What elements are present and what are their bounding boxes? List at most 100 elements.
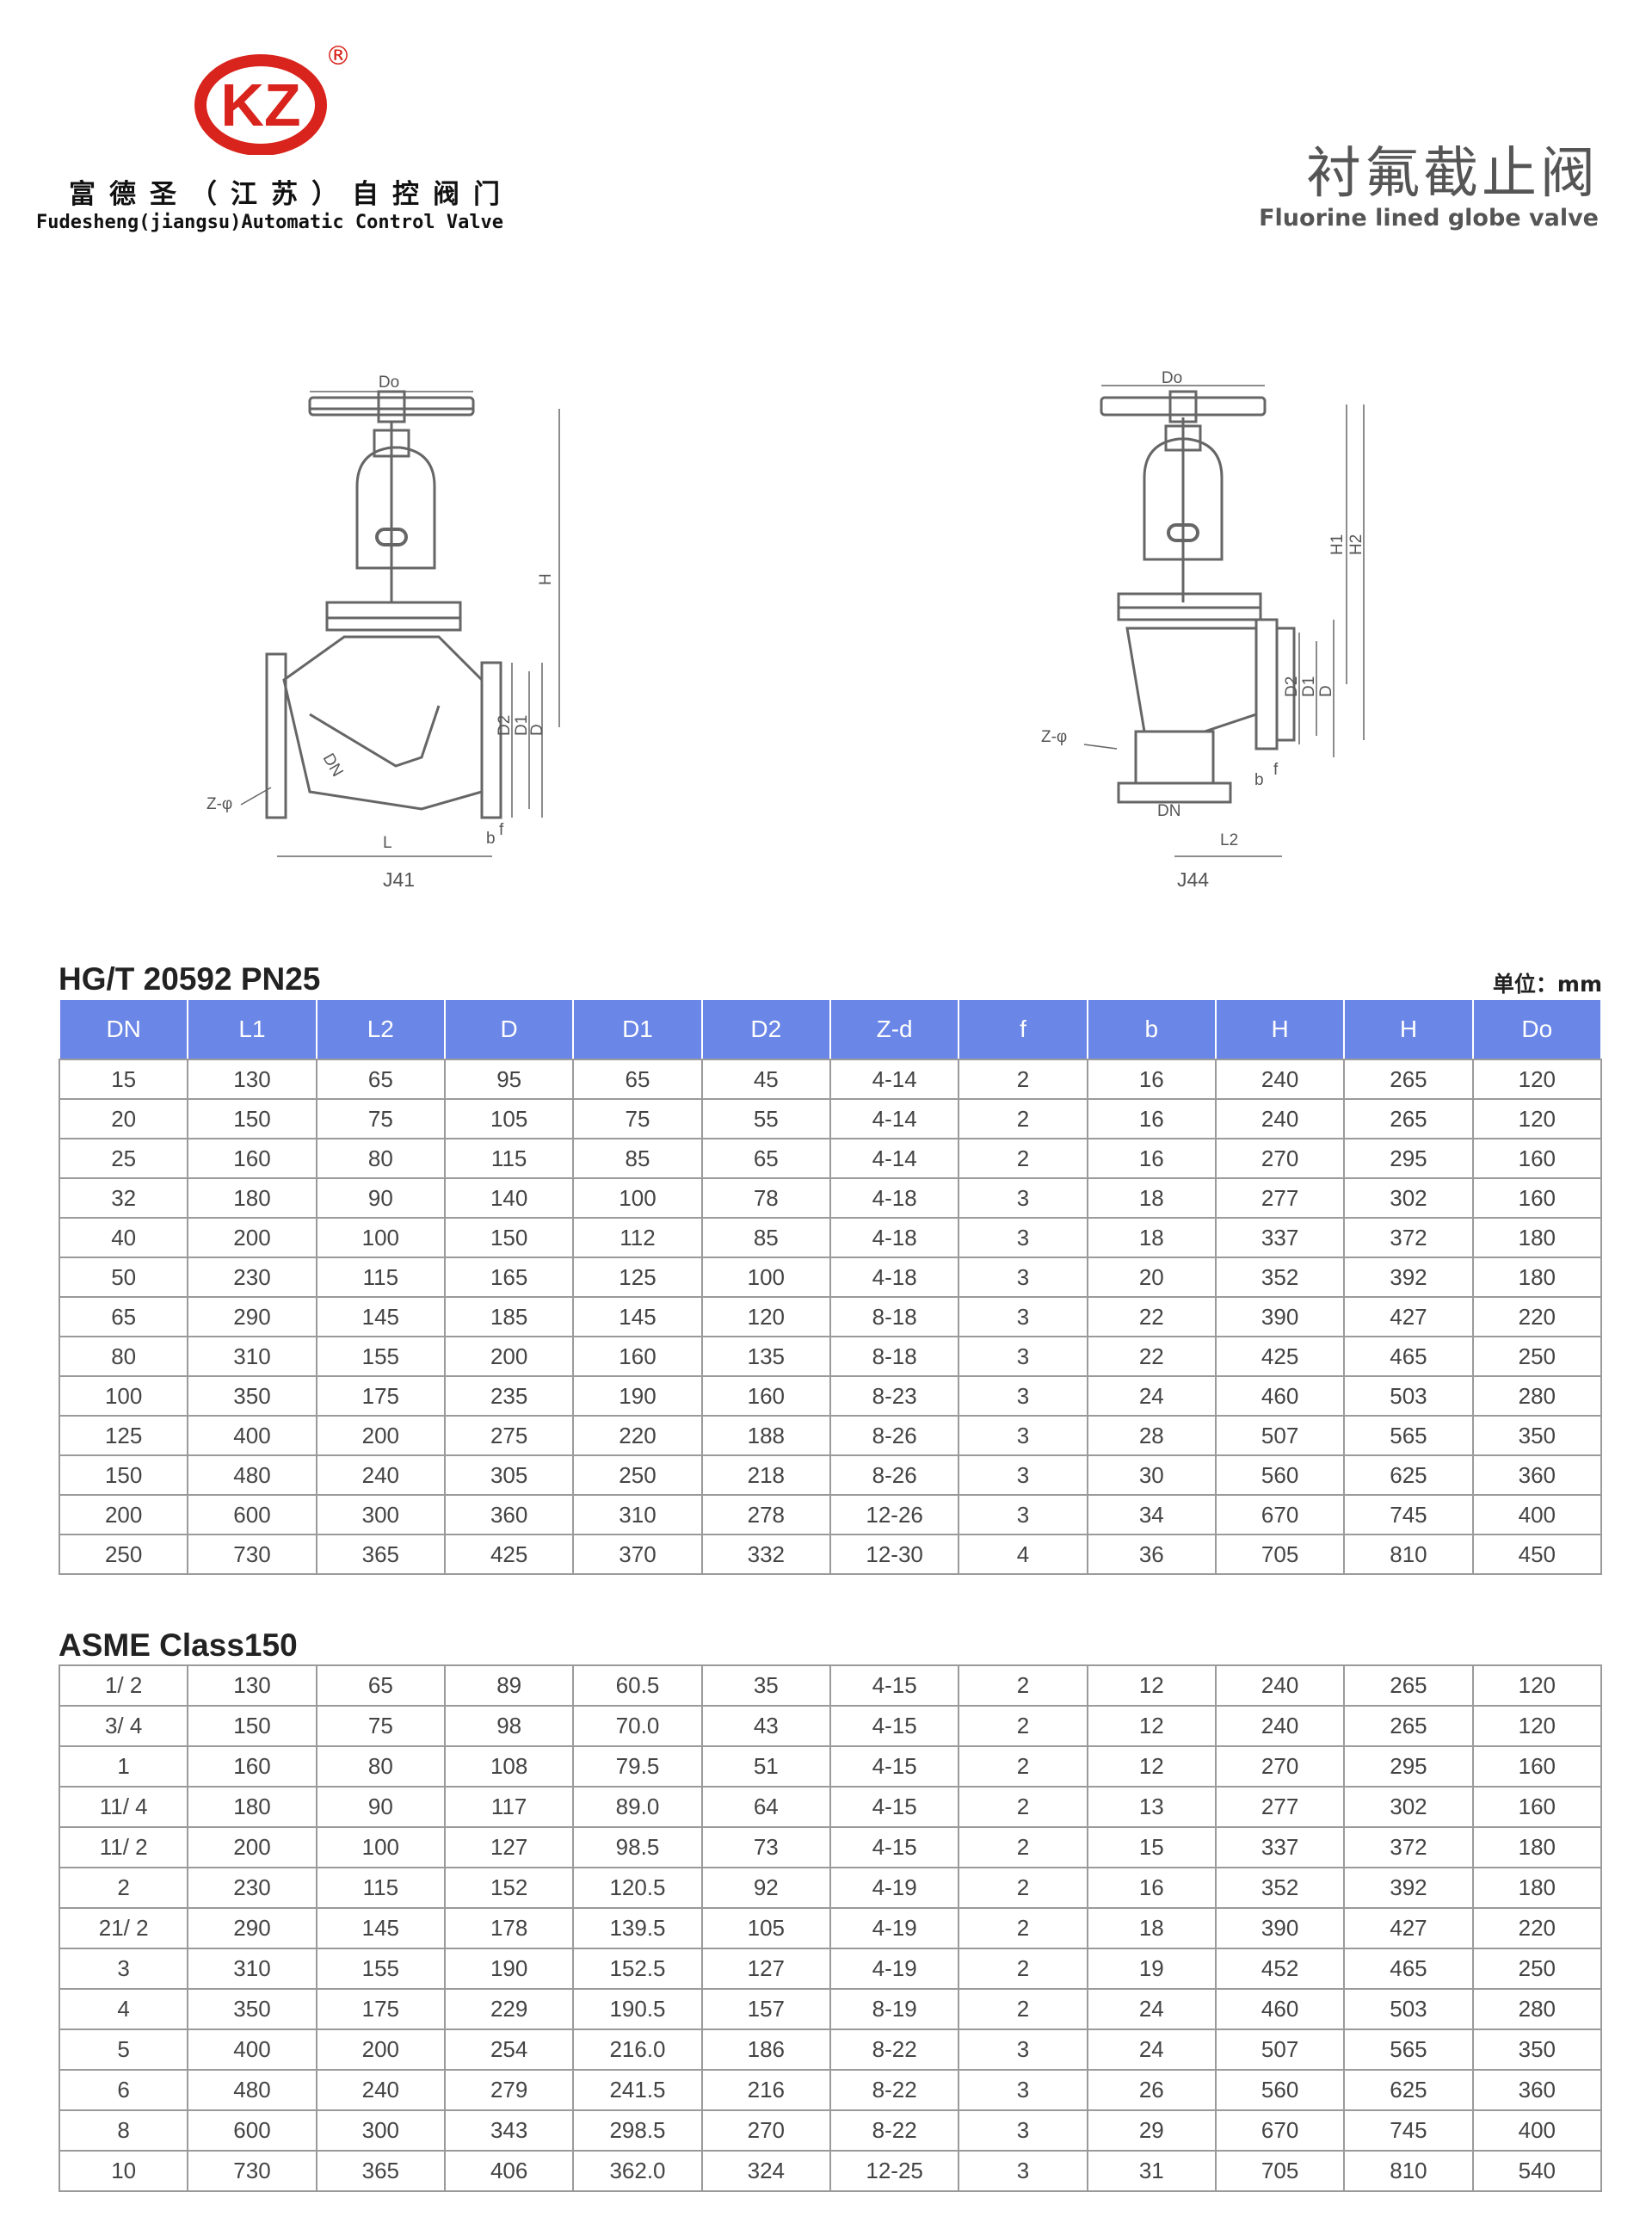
table-cell: 65 bbox=[572, 1059, 703, 1100]
table-cell: 2 bbox=[958, 1059, 1088, 1100]
table-cell: 11/ 2 bbox=[58, 1826, 189, 1868]
table-cell: 372 bbox=[1343, 1826, 1474, 1868]
table-cell: 185 bbox=[443, 1296, 575, 1337]
table-cell: 278 bbox=[700, 1494, 831, 1535]
table-cell: 24 bbox=[1086, 1375, 1217, 1417]
table-cell: 80 bbox=[315, 1745, 446, 1788]
table-cell: 145 bbox=[572, 1296, 703, 1337]
j41-caption: J41 bbox=[383, 868, 415, 891]
table-cell: 80 bbox=[315, 1138, 446, 1179]
table-cell: 135 bbox=[700, 1336, 831, 1377]
table-cell: 360 bbox=[443, 1494, 575, 1535]
table-cell: 160 bbox=[572, 1336, 703, 1377]
table-cell: 310 bbox=[572, 1494, 703, 1535]
page-header: KZ ® 富德圣（江苏）自控阀门 Fudesheng(jiangsu)Autom… bbox=[0, 0, 1652, 258]
table-cell: 108 bbox=[443, 1745, 575, 1788]
table-cell: 8-23 bbox=[829, 1375, 960, 1417]
table-cell: 200 bbox=[443, 1336, 575, 1377]
table-cell: 370 bbox=[572, 1534, 703, 1575]
table-cell: 332 bbox=[700, 1534, 831, 1575]
table-cell: 302 bbox=[1343, 1177, 1474, 1219]
table-cell: 36 bbox=[1086, 1534, 1217, 1575]
table-cell: 65 bbox=[315, 1059, 446, 1100]
table-cell: 372 bbox=[1343, 1217, 1474, 1258]
table-cell: 3 bbox=[958, 1336, 1088, 1377]
table-cell: 270 bbox=[700, 2109, 831, 2152]
table-cell: 115 bbox=[315, 1257, 446, 1298]
column-header: b bbox=[1086, 998, 1217, 1060]
table-cell: 565 bbox=[1343, 1415, 1474, 1456]
j41-label-h: H bbox=[537, 573, 555, 585]
table-cell: 730 bbox=[187, 1534, 317, 1575]
table-cell: 540 bbox=[1471, 2150, 1603, 2192]
table-cell: 186 bbox=[700, 2028, 831, 2071]
table-cell: 200 bbox=[315, 1415, 446, 1456]
table-cell: 12 bbox=[1086, 1705, 1217, 1747]
column-header: D2 bbox=[700, 998, 831, 1060]
j44-caption: J44 bbox=[1177, 868, 1209, 891]
table-cell: 450 bbox=[1471, 1534, 1603, 1575]
table-cell: 5 bbox=[58, 2028, 189, 2071]
table-cell: 2 bbox=[958, 1786, 1088, 1828]
table-cell: 240 bbox=[1214, 1664, 1346, 1707]
table-cell: 65 bbox=[58, 1296, 189, 1337]
table-cell: 150 bbox=[443, 1217, 575, 1258]
logo-text: KZ bbox=[220, 71, 300, 139]
table-cell: 4-18 bbox=[829, 1217, 960, 1258]
table-cell: 392 bbox=[1343, 1867, 1474, 1909]
j44-label-d2: D2 bbox=[1283, 676, 1301, 697]
column-header: f bbox=[958, 998, 1088, 1060]
table-cell: 12-26 bbox=[829, 1494, 960, 1535]
column-header: L1 bbox=[187, 998, 317, 1060]
table-cell: 150 bbox=[187, 1705, 317, 1747]
table-cell: 8-26 bbox=[829, 1454, 960, 1496]
table-cell: 180 bbox=[1471, 1826, 1603, 1868]
table-cell: 160 bbox=[1471, 1138, 1603, 1179]
j41-valve-drawing: Do DN H D2 D1 D L b f Z-φ J41 bbox=[206, 374, 560, 891]
table-cell: 157 bbox=[700, 1988, 831, 2030]
table-cell: 279 bbox=[443, 2069, 575, 2111]
table-cell: 24 bbox=[1086, 1988, 1217, 2030]
table-cell: 350 bbox=[1471, 2028, 1603, 2071]
table-cell: 295 bbox=[1343, 1138, 1474, 1179]
table-cell: 145 bbox=[315, 1296, 446, 1337]
table-cell: 65 bbox=[700, 1138, 831, 1179]
table-cell: 4 bbox=[958, 1534, 1088, 1575]
table-cell: 155 bbox=[315, 1948, 446, 1990]
table-cell: 180 bbox=[1471, 1867, 1603, 1909]
table-cell: 2 bbox=[958, 1705, 1088, 1747]
table-cell: 600 bbox=[187, 1494, 317, 1535]
table-cell: 51 bbox=[700, 1745, 831, 1788]
table-cell: 216.0 bbox=[572, 2028, 703, 2071]
table-cell: 105 bbox=[443, 1098, 575, 1139]
table-cell: 1/ 2 bbox=[58, 1664, 189, 1707]
table-cell: 90 bbox=[315, 1786, 446, 1828]
table-cell: 4-18 bbox=[829, 1177, 960, 1219]
j44-valve-drawing: Do H1 H2 D2 D1 D L2 DN b f Z-φ J44 bbox=[1041, 369, 1365, 891]
table-cell: 625 bbox=[1343, 2069, 1474, 2111]
table-cell: 4-15 bbox=[829, 1664, 960, 1707]
table-cell: 115 bbox=[443, 1138, 575, 1179]
table-cell: 8-22 bbox=[829, 2109, 960, 2152]
table-cell: 503 bbox=[1343, 1375, 1474, 1417]
table-cell: 270 bbox=[1214, 1745, 1346, 1788]
table-cell: 560 bbox=[1214, 1454, 1346, 1496]
table-cell: 165 bbox=[443, 1257, 575, 1298]
table-cell: 160 bbox=[187, 1745, 317, 1788]
table-cell: 6 bbox=[58, 2069, 189, 2111]
table-cell: 277 bbox=[1214, 1177, 1346, 1219]
table-cell: 22 bbox=[1086, 1336, 1217, 1377]
table-cell: 160 bbox=[1471, 1786, 1603, 1828]
table-cell: 139.5 bbox=[572, 1907, 703, 1949]
table-cell: 10 bbox=[58, 2150, 189, 2192]
table-cell: 4-15 bbox=[829, 1745, 960, 1788]
table-cell: 120 bbox=[1471, 1664, 1603, 1707]
table-cell: 295 bbox=[1343, 1745, 1474, 1788]
table-cell: 30 bbox=[1086, 1454, 1217, 1496]
table-cell: 3 bbox=[958, 2150, 1088, 2192]
table-cell: 8-18 bbox=[829, 1296, 960, 1337]
